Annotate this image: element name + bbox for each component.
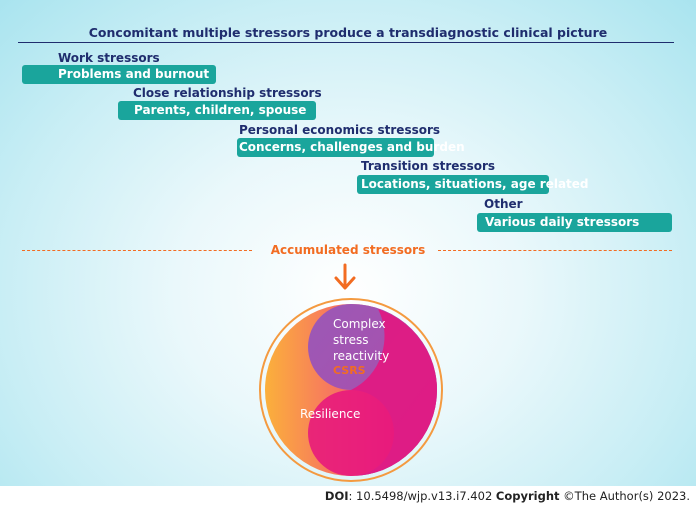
circle-line-2: stress xyxy=(333,333,369,347)
stressor-category-relationship: Close relationship stressors xyxy=(133,86,322,100)
copyright-label: Copyright xyxy=(495,489,560,503)
stressor-category-economics: Personal economics stressors xyxy=(239,123,441,137)
doi-value: : 10.5498/wjp.v13.i7.402 xyxy=(348,489,496,503)
diagram-title: Concomitant multiple stressors produce a… xyxy=(88,25,608,40)
dashed-line-left xyxy=(22,250,252,251)
stressor-bar-economics: Concerns, challenges and burden xyxy=(237,138,465,157)
title-rule xyxy=(18,42,674,43)
csrs-abbreviation: CSRS xyxy=(333,364,366,377)
copyright-value: ©The Author(s) 2023. xyxy=(559,489,690,503)
stressor-category-work: Work stressors xyxy=(58,51,160,65)
circle-line-1: Complex xyxy=(333,317,386,331)
accumulated-stressors-label: Accumulated stressors xyxy=(270,243,426,257)
doi-label: DOI xyxy=(324,489,349,503)
resilience-label: Resilience xyxy=(300,407,361,421)
stressor-category-other: Other xyxy=(484,197,523,211)
stressor-bar-transition: Locations, situations, age related xyxy=(357,175,589,194)
dashed-line-right xyxy=(438,250,672,251)
stressor-bar-other: Various daily stressors xyxy=(477,213,672,232)
stressor-category-transition: Transition stressors xyxy=(361,159,496,173)
stressor-bar-work: Problems and burnout xyxy=(22,65,216,84)
diagram-panel: Concomitant multiple stressors produce a… xyxy=(0,0,696,486)
stressor-bar-relationship: Parents, children, spouse xyxy=(118,101,316,120)
footer-citation: DOI: 10.5498/wjp.v13.i7.402 Copyright ©T… xyxy=(325,489,690,503)
down-arrow-icon xyxy=(334,263,356,290)
circle-line-3: reactivity xyxy=(333,349,390,363)
stress-resilience-circle xyxy=(259,298,443,482)
